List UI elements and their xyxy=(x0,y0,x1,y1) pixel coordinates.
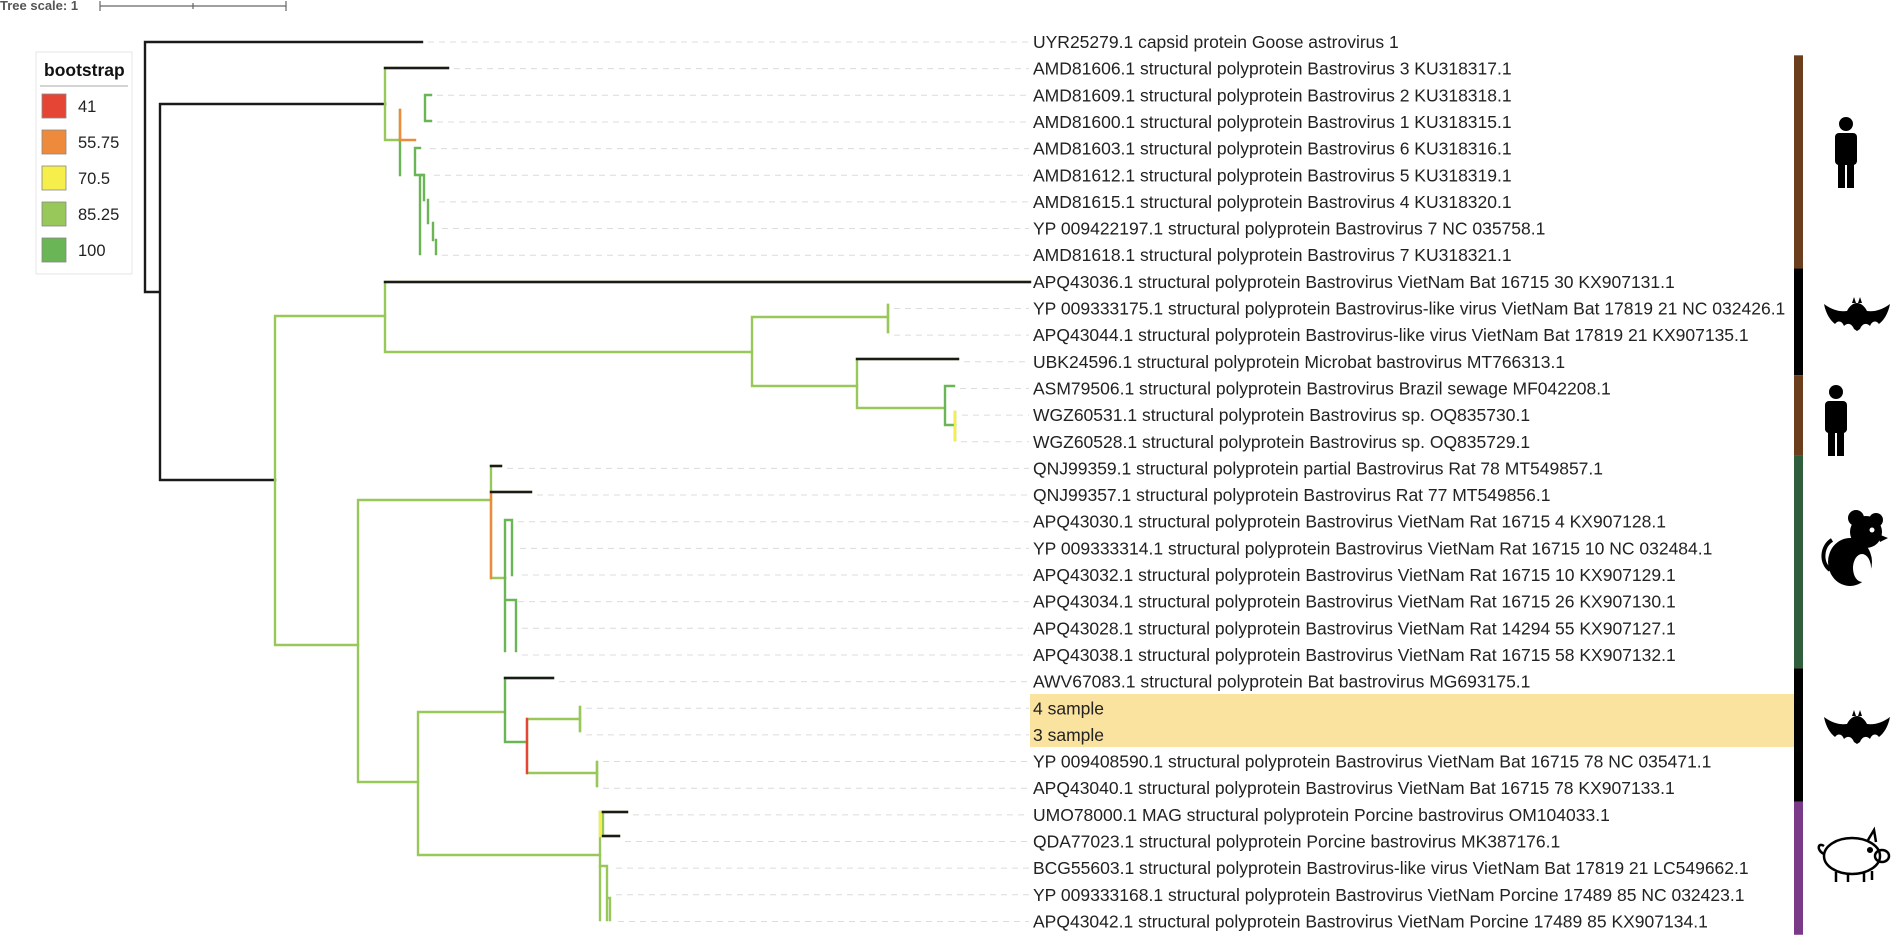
legend-swatch xyxy=(41,93,67,119)
leaf-label: APQ43034.1 structural polyprotein Bastro… xyxy=(1033,592,1676,612)
leaf-label: APQ43042.1 structural polyprotein Bastro… xyxy=(1033,911,1708,931)
bootstrap-legend: bootstrap 41 55.75 70.5 85.25 100 xyxy=(35,51,133,275)
leaf-label: APQ43028.1 structural polyprotein Bastro… xyxy=(1033,618,1676,638)
branch xyxy=(601,810,629,838)
leaf-label: APQ43038.1 structural polyprotein Bastro… xyxy=(1033,645,1676,665)
leaf-label: AMD81600.1 structural polyprotein Bastro… xyxy=(1033,112,1512,132)
human-icon xyxy=(1835,117,1857,188)
host-bar-pig xyxy=(1794,801,1803,935)
legend-swatch xyxy=(41,237,67,263)
leaf-label: AWV67083.1 structural polyprotein Bat ba… xyxy=(1033,672,1530,692)
leaf-label: UBK24596.1 structural polyprotein Microb… xyxy=(1033,352,1565,372)
leaf-label: YP 009333168.1 structural polyprotein Ba… xyxy=(1033,885,1744,905)
rat-icon xyxy=(1821,510,1888,586)
branch xyxy=(503,676,555,744)
legend-label: 85.25 xyxy=(78,206,119,224)
branch xyxy=(525,717,599,775)
branch xyxy=(418,173,426,256)
branch xyxy=(489,464,533,494)
branch xyxy=(601,810,629,838)
leaf-label: AMD81609.1 structural polyprotein Bastro… xyxy=(1033,85,1512,105)
host-bar-bat xyxy=(1794,668,1803,802)
branch xyxy=(398,108,417,142)
branch xyxy=(943,384,957,427)
human-icon xyxy=(1825,385,1847,456)
leaf-label: AMD81606.1 structural polyprotein Bastro… xyxy=(1033,59,1512,79)
leaf-label: QNJ99357.1 structural polyprotein Bastro… xyxy=(1033,485,1551,505)
branch xyxy=(503,576,518,653)
branch xyxy=(503,518,514,580)
branch xyxy=(598,864,612,922)
leaf-label: APQ43036.1 structural polyprotein Bastro… xyxy=(1033,272,1675,292)
leaf-label: BCG55603.1 structural polyprotein Bastro… xyxy=(1033,858,1749,878)
bat-icon xyxy=(1824,710,1890,744)
leaf-label: YP 009408590.1 structural polyprotein Ba… xyxy=(1033,752,1711,772)
leaf-label: APQ43032.1 structural polyprotein Bastro… xyxy=(1033,565,1676,585)
branch xyxy=(855,303,960,410)
leaf-label: 4 sample xyxy=(1033,698,1104,718)
legend-swatch xyxy=(41,165,67,191)
branch xyxy=(750,315,890,388)
leaf-label: AMD81615.1 structural polyprotein Bastro… xyxy=(1033,192,1512,212)
branch xyxy=(398,108,425,177)
legend-label: 100 xyxy=(78,242,106,260)
legend-label: 41 xyxy=(78,98,96,116)
branch xyxy=(143,40,424,482)
leaf-label: QDA77023.1 structural polyprotein Porcin… xyxy=(1033,832,1560,852)
branch xyxy=(416,710,602,857)
leaf-label: APQ43044.1 structural polyprotein Bastro… xyxy=(1033,325,1749,345)
leaf-guide-lines xyxy=(428,41,1029,922)
host-bar-rat xyxy=(1794,455,1803,669)
host-icons xyxy=(1817,117,1891,882)
leaf-label: YP 009333175.1 structural polyprotein Ba… xyxy=(1033,299,1785,319)
host-bar-bat xyxy=(1794,268,1803,376)
host-bar-human xyxy=(1794,375,1803,456)
branch xyxy=(273,314,387,647)
host-group-bars xyxy=(1794,55,1803,935)
branch xyxy=(383,66,450,142)
leaf-label: WGZ60531.1 structural polyprotein Bastro… xyxy=(1033,405,1530,425)
host-bar-human xyxy=(1794,55,1803,269)
leaf-label: APQ43030.1 structural polyprotein Bastro… xyxy=(1033,512,1666,532)
bat-icon xyxy=(1824,297,1890,331)
tree-scale: Tree scale: 1 xyxy=(0,0,287,13)
legend-title: bootstrap xyxy=(44,60,125,80)
branch xyxy=(426,198,438,256)
leaf-label: 3 sample xyxy=(1033,725,1104,745)
leaf-label: AMD81618.1 structural polyprotein Bastro… xyxy=(1033,245,1512,265)
legend-swatch xyxy=(41,201,67,227)
leaf-label: AMD81612.1 structural polyprotein Bastro… xyxy=(1033,165,1512,185)
leaf-label: AMD81603.1 structural polyprotein Bastro… xyxy=(1033,139,1512,159)
branch xyxy=(356,498,493,784)
legend-label: 70.5 xyxy=(78,170,110,188)
tree-scale-label: Tree scale: 1 xyxy=(0,0,78,13)
sample-highlight-band xyxy=(1030,694,1797,747)
legend-swatch xyxy=(41,129,67,155)
branch xyxy=(423,93,433,123)
legend-label: 55.75 xyxy=(78,134,119,152)
leaf-label: QNJ99359.1 structural polyprotein partia… xyxy=(1033,458,1603,478)
leaf-label: ASM79506.1 structural polyprotein Bastro… xyxy=(1033,378,1611,398)
leaf-label: WGZ60528.1 structural polyprotein Bastro… xyxy=(1033,432,1530,452)
tree-branches xyxy=(143,40,1032,922)
leaf-labels: UYR25279.1 capsid protein Goose astrovir… xyxy=(1033,32,1785,931)
leaf-label: APQ43040.1 structural polyprotein Bastro… xyxy=(1033,778,1675,798)
leaf-label: YP 009333314.1 structural polyprotein Ba… xyxy=(1033,538,1712,558)
leaf-label: UYR25279.1 capsid protein Goose astrovir… xyxy=(1033,32,1399,52)
branch xyxy=(383,280,1032,354)
pig-icon xyxy=(1817,826,1891,882)
leaf-label: UMO78000.1 MAG structural polyprotein Po… xyxy=(1033,805,1610,825)
leaf-label: YP 009422197.1 structural polyprotein Ba… xyxy=(1033,219,1545,239)
